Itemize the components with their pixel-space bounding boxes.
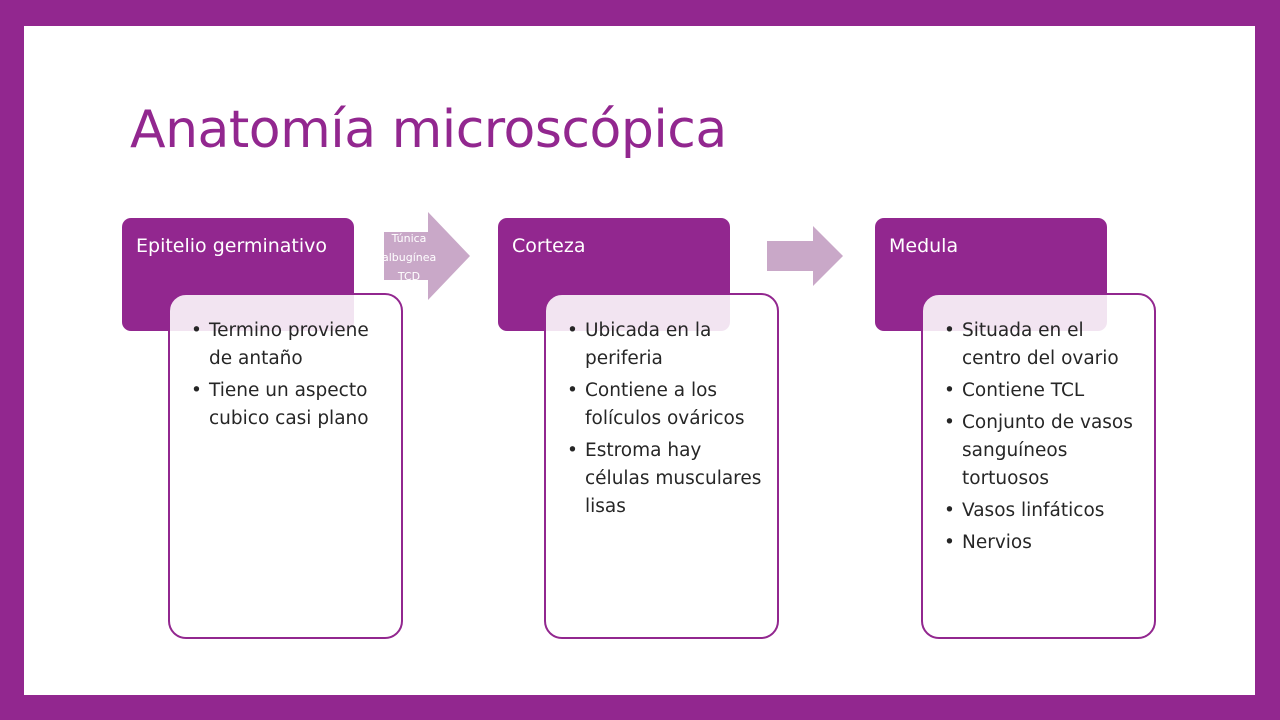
- bullet-list: Ubicada en la periferia Contiene a los f…: [562, 317, 767, 521]
- list-item: Estroma hay células musculares lisas: [562, 437, 767, 521]
- arrow-label-line: Túnica: [391, 232, 427, 245]
- arrow-label-line: TCD: [397, 270, 421, 283]
- arrow-label-line: albugínea: [382, 251, 437, 264]
- list-item: Conjunto de vasos sanguíneos tortuosos: [939, 409, 1144, 493]
- slide-title: Anatomía microscópica: [130, 100, 727, 160]
- list-item: Contiene TCL: [939, 377, 1144, 405]
- arrow-right-icon: [767, 226, 843, 286]
- arrow-right-icon: [384, 212, 470, 300]
- arrow-label: Túnica albugínea TCD: [382, 229, 436, 286]
- card-medula: Situada en el centro del ovario Contiene…: [921, 293, 1156, 639]
- card-corteza: Ubicada en la periferia Contiene a los f…: [544, 293, 779, 639]
- list-item: Nervios: [939, 529, 1144, 557]
- bullet-list: Situada en el centro del ovario Contiene…: [939, 317, 1144, 557]
- card-epitelio-germinativo: Termino proviene de antaño Tiene un aspe…: [168, 293, 403, 639]
- list-item: Contiene a los folículos ováricos: [562, 377, 767, 433]
- list-item: Termino proviene de antaño: [186, 317, 391, 373]
- list-item: Ubicada en la periferia: [562, 317, 767, 373]
- list-item: Situada en el centro del ovario: [939, 317, 1144, 373]
- list-item: Vasos linfáticos: [939, 497, 1144, 525]
- bullet-list: Termino proviene de antaño Tiene un aspe…: [186, 317, 391, 433]
- list-item: Tiene un aspecto cubico casi plano: [186, 377, 391, 433]
